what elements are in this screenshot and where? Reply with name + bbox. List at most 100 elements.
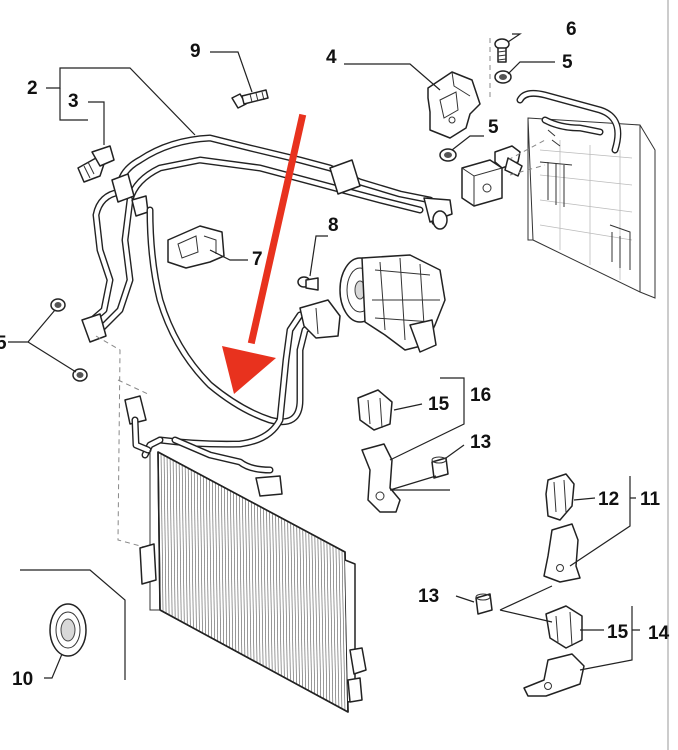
condenser-fin bbox=[335, 547, 340, 708]
condenser-fin bbox=[218, 484, 221, 643]
callout-13-right: 13 bbox=[470, 432, 492, 453]
condenser-fin bbox=[193, 471, 197, 630]
condenser-fin bbox=[208, 479, 212, 638]
callout-9: 9 bbox=[190, 41, 201, 62]
bolt-9-part bbox=[231, 89, 269, 109]
condenser-fin bbox=[326, 542, 331, 703]
condenser-fin bbox=[329, 543, 334, 704]
washer-5-left-lower-part bbox=[72, 368, 88, 382]
callout-10: 10 bbox=[12, 669, 34, 690]
evaporator-part bbox=[516, 89, 656, 299]
callout-4: 4 bbox=[326, 47, 337, 68]
callout-16: 16 bbox=[470, 385, 492, 406]
condenser-fin bbox=[317, 537, 322, 698]
condenser-fin bbox=[323, 540, 328, 701]
condenser-fin bbox=[320, 539, 325, 699]
screw-6-part bbox=[494, 38, 510, 63]
condenser-fin bbox=[341, 550, 346, 711]
condenser-fin bbox=[172, 460, 176, 619]
condenser-fin bbox=[290, 522, 294, 683]
condenser-fin bbox=[242, 497, 246, 657]
bracket-4-part bbox=[427, 71, 481, 139]
condenser-fin bbox=[211, 481, 215, 640]
compressor-part bbox=[339, 254, 446, 353]
fitting-3-part bbox=[77, 145, 115, 183]
callout-8: 8 bbox=[328, 215, 339, 236]
condenser-fin bbox=[305, 531, 309, 691]
washer-5-left-upper-part bbox=[50, 298, 66, 312]
condenser-fin bbox=[269, 511, 273, 671]
callout-11: 11 bbox=[640, 489, 661, 510]
bolt-8-part bbox=[297, 276, 319, 291]
clip-7-part bbox=[167, 225, 225, 269]
condenser-fin bbox=[266, 510, 270, 670]
bracket-14-part bbox=[523, 605, 585, 697]
condenser-fin bbox=[260, 506, 264, 666]
condenser-fin bbox=[248, 500, 252, 660]
condenser-fin bbox=[187, 468, 191, 627]
condenser-part bbox=[139, 450, 367, 713]
condenser-fin bbox=[236, 493, 240, 653]
condenser-fin bbox=[196, 472, 200, 632]
condenser-fin bbox=[239, 495, 243, 655]
condenser-fin bbox=[202, 476, 206, 635]
callout-7: 7 bbox=[252, 249, 263, 270]
callout-13-left: 13 bbox=[418, 586, 440, 607]
condenser-fin bbox=[293, 524, 297, 685]
condenser-fin bbox=[215, 482, 218, 642]
condenser-fin bbox=[275, 514, 279, 675]
condenser-fin bbox=[181, 464, 185, 624]
washer-5-top-part bbox=[494, 70, 512, 84]
condenser-fin bbox=[254, 503, 258, 663]
condenser-fin bbox=[251, 501, 255, 662]
condenser-fin bbox=[221, 485, 224, 645]
condenser-fin bbox=[281, 518, 285, 678]
condenser-fin bbox=[205, 477, 209, 637]
condenser-fin bbox=[175, 461, 179, 620]
condenser-fin bbox=[308, 532, 312, 693]
condenser-fin bbox=[199, 474, 203, 634]
condenser-fin bbox=[311, 534, 315, 694]
red-arrow-indicator bbox=[222, 113, 307, 394]
condenser-fin bbox=[314, 535, 318, 696]
condenser-fin bbox=[272, 513, 276, 673]
condenser-fin bbox=[287, 521, 291, 681]
condenser-fin bbox=[160, 453, 164, 612]
dashed-guide bbox=[95, 335, 149, 549]
condenser-fin bbox=[299, 527, 303, 688]
rubber-13-left-part bbox=[475, 593, 493, 615]
callout-3: 3 bbox=[68, 91, 79, 112]
condenser-fin bbox=[233, 492, 237, 652]
leader-lines bbox=[8, 33, 640, 680]
rubber-13-right-part bbox=[431, 456, 449, 479]
condenser-fin bbox=[257, 505, 261, 665]
callout-15-lower: 15 bbox=[607, 622, 629, 643]
condenser-fin bbox=[224, 487, 228, 647]
dashed-guide bbox=[117, 379, 151, 396]
callout-15-upper: 15 bbox=[428, 394, 450, 415]
callout-5-top: 5 bbox=[562, 52, 573, 73]
callout-6: 6 bbox=[566, 19, 577, 40]
bracket-16-part bbox=[357, 389, 401, 513]
condenser-fin bbox=[184, 466, 188, 625]
condenser-fin bbox=[163, 455, 167, 614]
condenser-fin bbox=[230, 490, 234, 650]
condenser-fin bbox=[278, 516, 282, 676]
condenser-fin bbox=[263, 508, 267, 668]
condenser-fin bbox=[338, 548, 343, 709]
condenser-fin bbox=[169, 458, 173, 617]
condenser-fin bbox=[227, 489, 231, 648]
condenser-fin bbox=[284, 519, 288, 680]
hose-main-loop-part bbox=[124, 206, 341, 497]
callout-2: 2 bbox=[27, 78, 38, 99]
condenser-fin bbox=[166, 456, 170, 615]
condenser-fin bbox=[332, 545, 337, 706]
seal-10-part bbox=[49, 603, 87, 657]
condenser-fin bbox=[296, 526, 300, 686]
condenser-fin bbox=[190, 469, 194, 629]
callout-5-mid: 5 bbox=[488, 117, 499, 138]
callout-5-left: 5 bbox=[0, 333, 7, 354]
expansion-valve-part bbox=[461, 139, 546, 207]
